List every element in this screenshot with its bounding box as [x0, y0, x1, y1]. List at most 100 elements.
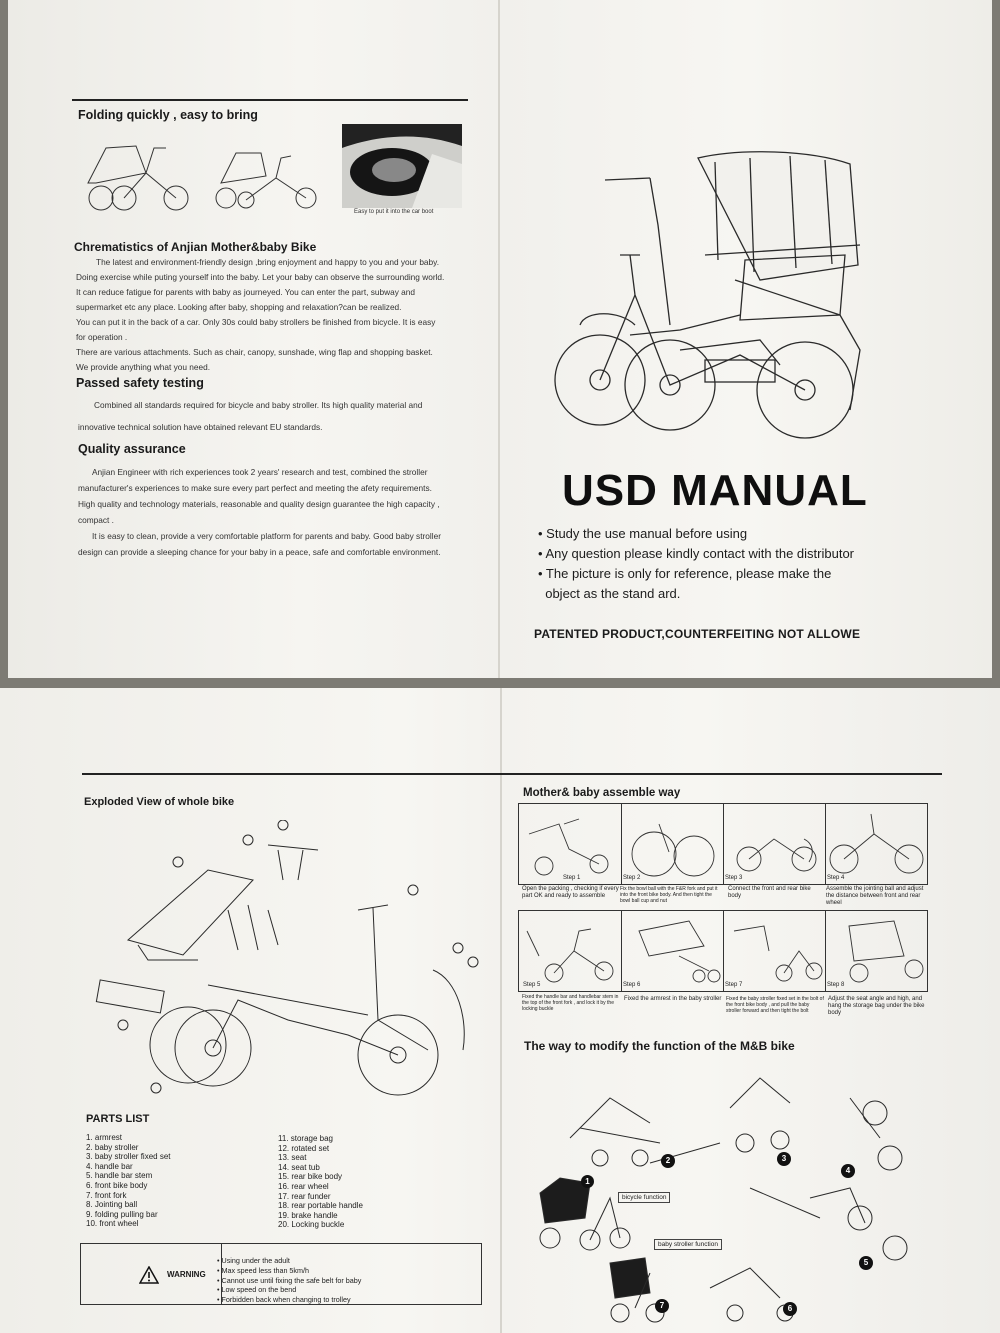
- step-label: Step 1: [563, 875, 581, 881]
- steps-row-1: Step 1 Step 2 Step 3 Step 4: [518, 803, 928, 885]
- modify-function-diagram: [520, 1058, 930, 1328]
- step-number-badge: 2: [661, 1154, 675, 1168]
- parts-item: 16. rear wheel: [278, 1181, 329, 1191]
- stroller-function-label: baby stroller function: [654, 1239, 722, 1250]
- step-divider: [621, 911, 622, 991]
- safety-paragraph: Combined all standards required for bicy…: [78, 394, 422, 438]
- step-number-badge: 3: [777, 1152, 791, 1166]
- step-number-badge: 5: [859, 1256, 873, 1270]
- parts-item: 15. rear bike body: [278, 1172, 343, 1182]
- chars-line: for operation .: [76, 332, 128, 342]
- folding-illustration: [76, 128, 338, 214]
- step-caption: Fix the bowl ball with the F&R fork and …: [620, 886, 718, 904]
- quality-paragraph: Anjian Engineer with rich experiences to…: [78, 464, 441, 560]
- chars-line: It can reduce fatigue for parents with b…: [76, 287, 416, 297]
- step-number-badge: 6: [783, 1302, 797, 1316]
- bullet-item: • Any question please kindly contact wit…: [538, 546, 855, 561]
- parts-item: 13. seat: [278, 1153, 307, 1163]
- step-label: Step 5: [523, 982, 541, 988]
- warning-item: • Low speed on the bend: [217, 1285, 297, 1295]
- exploded-title: Exploded View of whole bike: [84, 796, 235, 808]
- parts-item: 18. rear portable handle: [278, 1201, 363, 1211]
- bicycle-function-label: bicycle function: [618, 1192, 671, 1203]
- bullet-item: object as the stand ard.: [538, 586, 681, 601]
- step-caption: Connect the front and rear bike body: [728, 886, 811, 899]
- quality-line: It is easy to clean, provide a very comf…: [92, 531, 441, 541]
- safety-title: Passed safety testing: [76, 376, 204, 390]
- assemble-title: Mother& baby assemble way: [523, 787, 681, 799]
- manual-title: USD MANUAL: [562, 466, 868, 515]
- step-caption: Adjust the seat angle and high, and hang…: [828, 996, 925, 1016]
- parts-item: 6. front bike body: [86, 1180, 148, 1190]
- step-label: Step 4: [827, 875, 845, 881]
- step-divider: [825, 804, 826, 884]
- quality-line: design can provide a sleeping chance for…: [78, 547, 441, 557]
- car-boot-photo: [342, 124, 462, 208]
- warning-triangle-icon: [138, 1265, 160, 1284]
- parts-list-right: 11. storage bag 12. rotated set 13. seat…: [278, 1134, 363, 1230]
- parts-item: 11. storage bag: [278, 1134, 334, 1143]
- parts-item: 12. rotated set: [278, 1143, 330, 1153]
- parts-item: 2. baby stroller: [86, 1142, 139, 1152]
- step-caption: Fixed the handle bar and handlebar stem …: [522, 994, 619, 1012]
- mother-baby-bike-illustration: [540, 150, 870, 450]
- parts-item: 10. front wheel: [86, 1219, 139, 1229]
- step-label: Step 3: [725, 875, 743, 881]
- quality-line: manufacturer's experiences to make sure …: [78, 483, 432, 493]
- exploded-view-diagram: [88, 820, 488, 1105]
- page1-top-rule: [72, 99, 468, 101]
- safety-line: innovative technical solution have obtai…: [78, 422, 323, 432]
- patent-notice: PATENTED PRODUCT,COUNTERFEITING NOT ALLO…: [534, 627, 861, 641]
- parts-list-left: 1. armrest 2. baby stroller 3. baby stro…: [86, 1133, 170, 1229]
- step-number-badge: 4: [841, 1164, 855, 1178]
- quality-line: Anjian Engineer with rich experiences to…: [92, 467, 428, 477]
- parts-item: 3. baby stroller fixed set: [86, 1152, 171, 1162]
- chars-line: There are various attachments. Such as c…: [76, 347, 433, 357]
- step-divider: [723, 911, 724, 991]
- warning-item: • Using under the adult: [217, 1256, 290, 1265]
- warning-item: • Forbidden back when changing to trolle…: [217, 1295, 351, 1305]
- step-divider: [825, 911, 826, 991]
- chars-line: supermarket etc any place. Looking after…: [76, 302, 402, 312]
- step-number-badge: 7: [655, 1299, 669, 1313]
- parts-item: 14. seat tub: [278, 1162, 320, 1172]
- parts-item: 20. Locking buckle: [278, 1220, 345, 1230]
- bottom-sheet: [0, 688, 1000, 1333]
- step-caption: Fixed the baby stroller fixed set in the…: [726, 996, 824, 1014]
- step-divider: [621, 804, 622, 884]
- warning-item: • Max speed less than 5km/h: [217, 1265, 310, 1275]
- step-label: Step 7: [725, 982, 743, 988]
- warning-divider: [221, 1244, 222, 1304]
- parts-title: PARTS LIST: [86, 1113, 150, 1125]
- step-caption: Assemble the jointing ball and adjust th…: [826, 886, 924, 906]
- center-fold: [500, 688, 502, 1333]
- parts-item: 4. handle bar: [86, 1161, 133, 1171]
- warning-item: • Cannot use until fixing the safe belt …: [217, 1275, 362, 1285]
- safety-line: Combined all standards required for bicy…: [94, 400, 423, 410]
- quality-line: compact .: [78, 515, 114, 525]
- step-divider: [723, 804, 724, 884]
- parts-item: 8. Jointing ball: [86, 1200, 138, 1210]
- step-number-badge: 1: [581, 1175, 594, 1188]
- bullet-item: • Study the use manual before using: [538, 526, 748, 541]
- steps-row-2: Step 5 Step 6 Step 7 Step 8: [518, 910, 928, 992]
- parts-item: 5. handle bar stem: [86, 1171, 153, 1181]
- warning-label: WARNING: [167, 1270, 206, 1279]
- center-fold: [498, 0, 500, 678]
- parts-item: 1. armrest: [86, 1133, 123, 1142]
- quality-line: High quality and technology materials, r…: [78, 499, 440, 509]
- step-caption: Open the packing , checking if every par…: [522, 886, 619, 899]
- parts-item: 9. folding pulling bar: [86, 1209, 158, 1219]
- chars-paragraph: The latest and environment-friendly desi…: [76, 255, 444, 375]
- top-sheet: [8, 0, 992, 678]
- step-label: Step 8: [827, 982, 845, 988]
- folding-title: Folding quickly , easy to bring: [78, 108, 258, 122]
- step-caption: Fixed the armrest in the baby stroller: [624, 996, 722, 1002]
- parts-item: 17. rear funder: [278, 1191, 331, 1201]
- parts-item: 19. brake handle: [278, 1210, 338, 1220]
- manual-bullets: • Study the use manual before using • An…: [538, 524, 854, 604]
- step-label: Step 2: [623, 875, 641, 881]
- step-label: Step 6: [623, 982, 641, 988]
- warning-list: • Using under the adult • Max speed less…: [217, 1256, 361, 1305]
- bullet-item: • The picture is only for reference, ple…: [538, 566, 832, 581]
